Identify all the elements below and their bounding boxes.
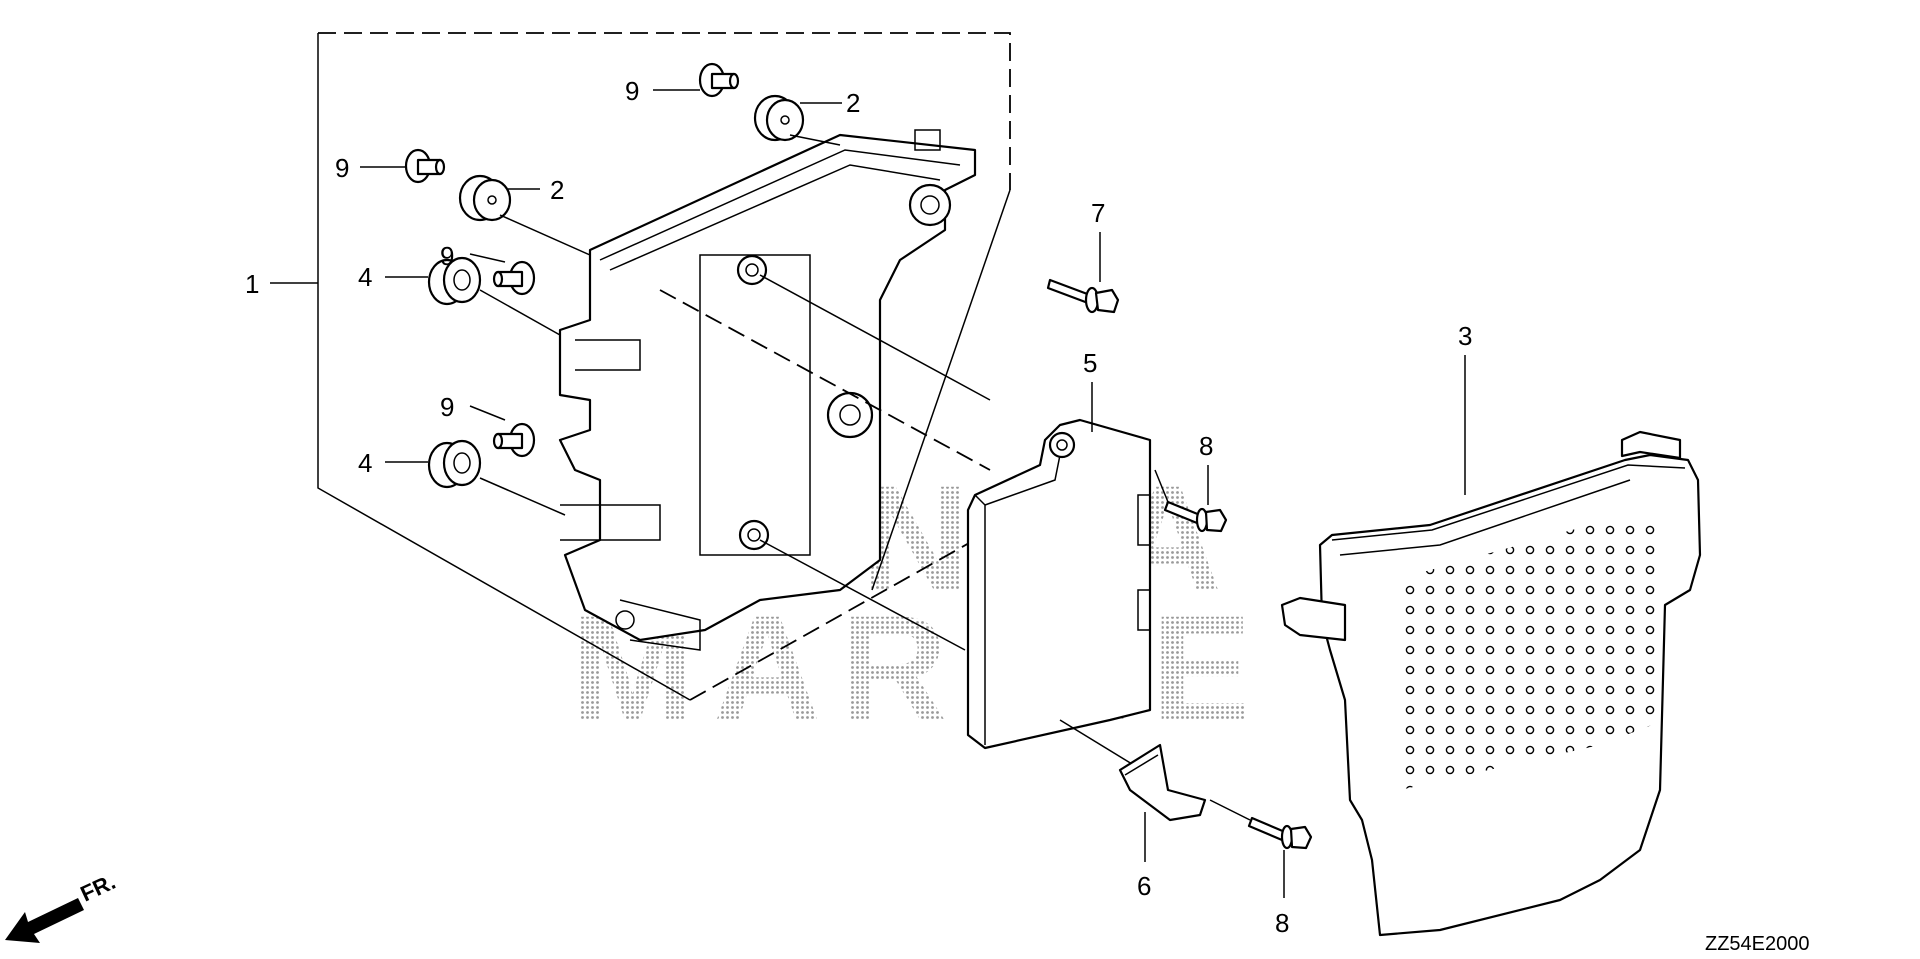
callout-2a: 2 [846, 88, 860, 118]
collar-9b [404, 148, 446, 184]
callout-6: 6 [1137, 871, 1151, 901]
bolt-8b [1209, 799, 1313, 850]
front-direction-arrow-icon: FR. [5, 869, 119, 943]
callout-4b: 4 [358, 448, 372, 478]
diagram-code: ZZ54E2000 [1705, 933, 1810, 955]
callout-numbers: 1 2 2 3 4 4 5 6 7 8 8 9 9 9 9 [245, 76, 1472, 938]
ecu-module [966, 418, 1152, 776]
leader-lines [270, 89, 1466, 898]
front-direction-label: FR. [77, 869, 120, 907]
bolt-7 [1046, 278, 1120, 314]
ecu-cover [1280, 430, 1702, 937]
bolt-8a [1154, 469, 1228, 533]
callout-5: 5 [1083, 348, 1097, 378]
callout-2b: 2 [550, 175, 564, 205]
callout-3: 3 [1458, 321, 1472, 351]
ecu-bracket [558, 129, 991, 651]
mount-4b [427, 439, 566, 516]
collar-9d [492, 422, 536, 458]
grommet-2a [753, 94, 841, 146]
collar-9c [492, 260, 536, 296]
callout-9c: 9 [440, 241, 454, 271]
callout-9d: 9 [440, 392, 454, 422]
callout-4a: 4 [358, 262, 372, 292]
callout-8b: 8 [1275, 908, 1289, 938]
grommet-2b [458, 174, 591, 256]
callout-1: 1 [245, 269, 259, 299]
assembly-outline [317, 32, 1011, 701]
collar-9a [698, 62, 740, 98]
callout-9a: 9 [625, 76, 639, 106]
stay-bracket [1118, 743, 1207, 822]
callout-8a: 8 [1199, 431, 1213, 461]
callout-9b: 9 [335, 153, 349, 183]
mount-4a [427, 256, 561, 336]
callout-7: 7 [1091, 198, 1105, 228]
